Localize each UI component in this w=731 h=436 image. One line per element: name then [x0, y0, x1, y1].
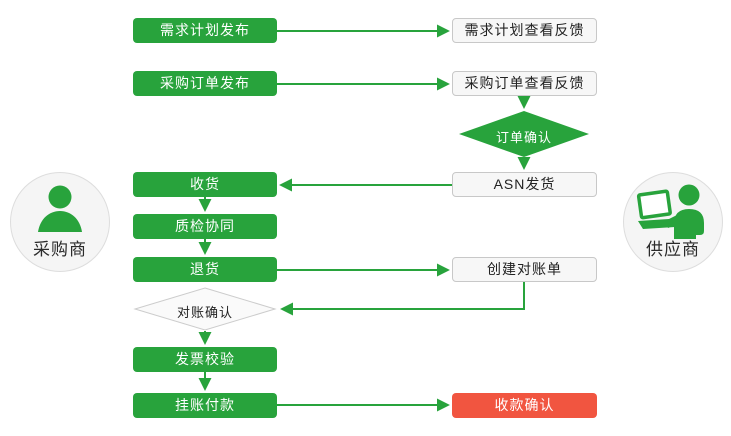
node-asn-ship: ASN发货: [452, 172, 597, 197]
node-receipt-confirm: 收款确认: [452, 393, 597, 418]
node-return-goods: 退货: [133, 257, 277, 282]
node-po-feedback: 采购订单查看反馈: [452, 71, 597, 96]
node-create-statement: 创建对账单: [452, 257, 597, 282]
node-statement-confirm: 对账确认: [176, 305, 233, 320]
node-quality-collab: 质检协同: [133, 214, 277, 239]
node-payment-on-account: 挂账付款: [133, 393, 277, 418]
supplier-person-laptop-icon: [636, 184, 704, 239]
order-confirm-diamond-shape: [459, 111, 589, 157]
buyer-label: 采购商: [33, 240, 87, 259]
edge-create-statement-to-statement-confirm: [280, 282, 525, 316]
buyer-actor: 采购商: [10, 172, 110, 272]
node-receive: 收货: [133, 172, 277, 197]
statement-confirm-diamond-shape: [133, 287, 277, 331]
node-invoice-check: 发票校验: [133, 347, 277, 372]
buyer-person-icon: [38, 185, 82, 232]
supplier-actor: 供应商: [623, 172, 723, 272]
node-demand-plan-publish: 需求计划发布: [133, 18, 277, 43]
node-po-publish: 采购订单发布: [133, 71, 277, 96]
node-demand-plan-feedback: 需求计划查看反馈: [452, 18, 597, 43]
node-order-confirm: 订单确认: [495, 130, 552, 145]
supplier-label: 供应商: [646, 240, 700, 259]
